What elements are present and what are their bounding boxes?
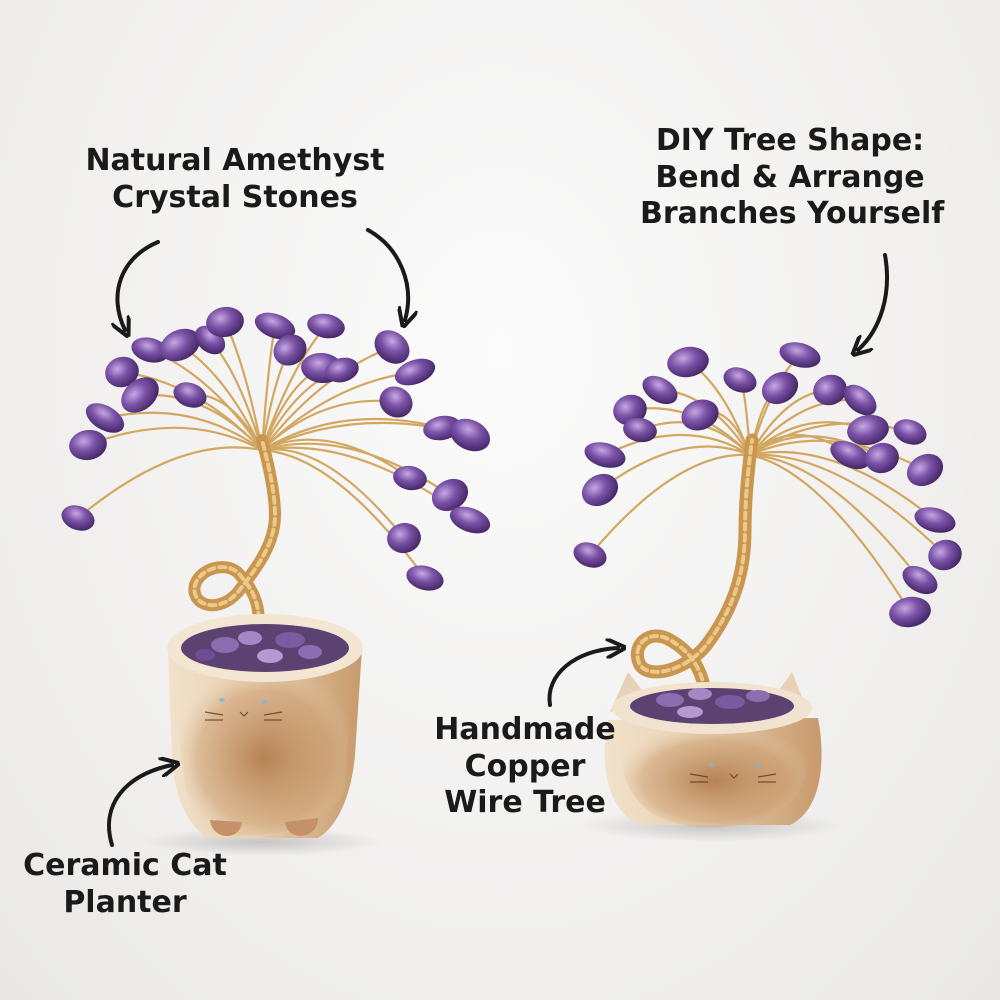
amethyst-chip <box>667 346 709 378</box>
amethyst-chip <box>206 306 244 338</box>
ceramic-cat-planter-label: Ceramic Cat Planter <box>20 848 230 921</box>
amethyst-chip <box>61 505 95 531</box>
wire-branch <box>603 434 752 457</box>
left-amethyst-chips <box>61 306 491 591</box>
copper-label-line1: Handmade <box>434 712 616 747</box>
amethyst-chip <box>307 313 345 339</box>
left-ceramic-cat-planter <box>167 614 363 838</box>
amethyst-chip <box>325 357 359 383</box>
diy-label-line2: Bend & Arrange <box>655 159 925 195</box>
wire-branch <box>588 453 752 557</box>
cat-face-icon <box>204 698 283 721</box>
amethyst-chip <box>374 330 410 364</box>
copper-label-line2: Copper <box>464 748 586 784</box>
wire-branch <box>260 417 444 452</box>
amethyst-chip <box>928 539 962 571</box>
amethyst-chip <box>581 473 619 507</box>
right-ceramic-cat-planter <box>604 672 822 828</box>
amethyst-chip <box>173 382 207 408</box>
diy-tree-shape-label: DIY Tree Shape: Bend & Arrange Branches … <box>640 123 945 233</box>
amethyst-chip <box>406 565 444 591</box>
diy-label-line1: DIY Tree Shape: <box>655 123 925 158</box>
amethyst-chip <box>159 328 201 362</box>
wire-branch <box>748 453 922 582</box>
amethyst-chip <box>723 367 757 393</box>
amethyst-chip <box>642 375 678 405</box>
amethyst-label-line2: Crystal Stones <box>112 179 358 215</box>
amethyst-chip <box>613 394 647 426</box>
wire-branch <box>748 453 947 557</box>
wire-branch <box>260 438 412 480</box>
cat-label-line2: Planter <box>63 884 187 920</box>
right-trunk <box>630 433 759 697</box>
amethyst-chip <box>131 337 169 363</box>
amethyst-chip <box>902 565 938 595</box>
amethyst-chip <box>889 596 931 628</box>
cat-label-line1: Ceramic Cat <box>23 848 227 883</box>
curved-arrow-icon <box>366 228 408 320</box>
wire-branch <box>748 453 912 614</box>
amethyst-chip <box>843 384 877 416</box>
curved-arrow-icon <box>547 648 618 707</box>
amethyst-chip <box>379 386 413 418</box>
amethyst-chip <box>431 478 469 512</box>
amethyst-label-line1: Natural Amethyst <box>85 143 385 178</box>
wire-branch <box>748 450 937 522</box>
amethyst-chip <box>449 418 491 452</box>
diy-label-line3: Branches Yourself <box>640 196 945 232</box>
copper-label-line3: Wire Tree <box>444 785 606 821</box>
amethyst-chip <box>865 442 899 474</box>
wire-branch <box>598 445 752 492</box>
amethyst-chip <box>273 334 307 366</box>
curved-arrow-icon <box>858 253 889 350</box>
amethyst-chip <box>761 371 799 405</box>
amethyst-chip <box>394 358 436 386</box>
amethyst-chip <box>813 374 847 406</box>
wire-branch <box>76 446 264 520</box>
amethyst-stones-label: Natural Amethyst Crystal Stones <box>85 143 385 216</box>
curved-arrow-icon <box>107 765 172 847</box>
amethyst-chip <box>830 440 870 470</box>
wire-branch <box>103 411 264 452</box>
left-trunk <box>188 434 282 636</box>
amethyst-chip <box>69 429 107 461</box>
amethyst-chip <box>254 312 296 340</box>
wire-branch <box>260 345 394 452</box>
amethyst-chip <box>387 522 421 554</box>
wire-branch <box>260 448 406 540</box>
wire-branch <box>748 435 884 460</box>
amethyst-chip <box>105 356 139 388</box>
amethyst-chip <box>847 414 889 446</box>
amethyst-chip <box>449 506 491 534</box>
curved-arrow-icon <box>117 240 160 330</box>
right-amethyst-chips <box>573 342 962 628</box>
amethyst-chip <box>393 465 427 491</box>
wire-branch <box>260 399 398 452</box>
amethyst-chip <box>573 542 607 568</box>
amethyst-chip <box>623 417 657 443</box>
amethyst-chip <box>779 342 821 368</box>
amethyst-chip <box>85 403 125 433</box>
wire-branch <box>748 439 927 472</box>
copper-wire-tree-label: Handmade Copper Wire Tree <box>420 712 630 822</box>
amethyst-chip <box>681 399 719 431</box>
amethyst-chip <box>914 507 956 533</box>
amethyst-chip <box>893 419 927 445</box>
amethyst-chip <box>906 453 944 487</box>
wire-branch <box>86 426 264 452</box>
amethyst-chip <box>584 442 626 468</box>
amethyst-chip <box>121 377 159 413</box>
cat-face-icon <box>689 763 777 783</box>
